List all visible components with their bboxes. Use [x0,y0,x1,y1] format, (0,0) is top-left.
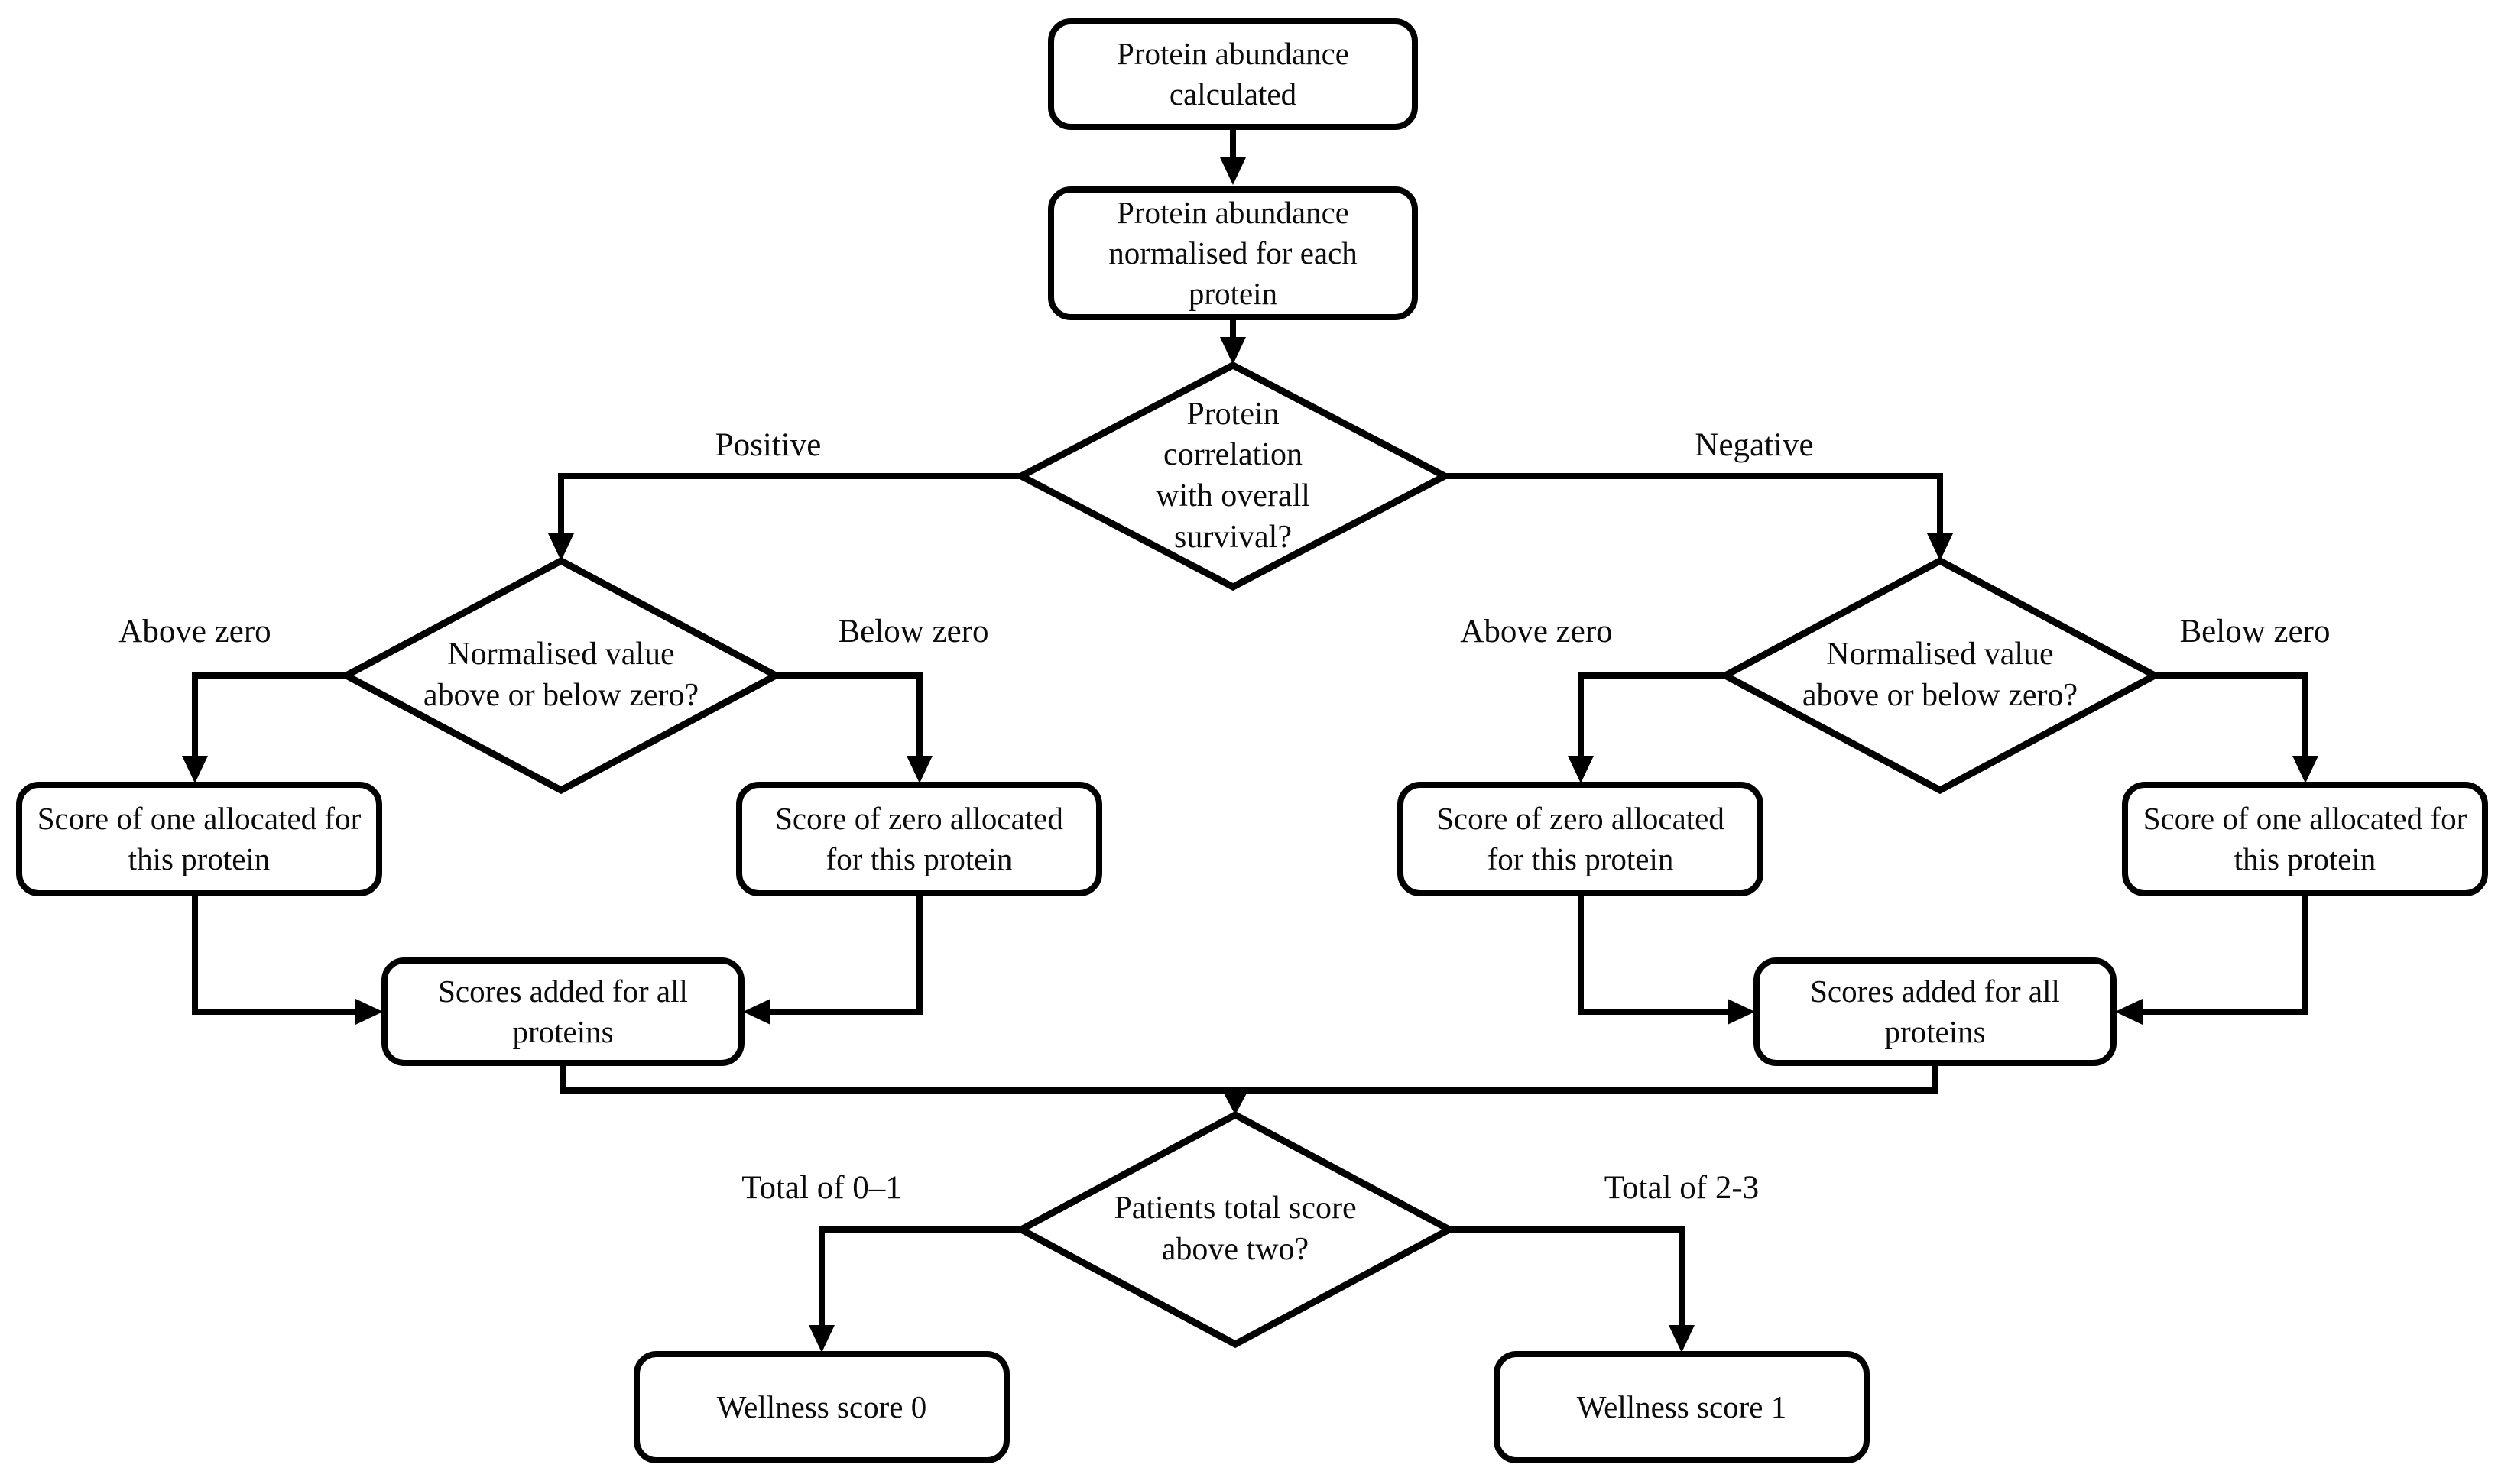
edge-right-above-zero [1578,672,1725,756]
arrowhead-right-below-zero [2292,756,2318,783]
arrowhead-normalise-to-correlation [1220,337,1246,365]
arrowhead-merge-to-total [1222,1090,1248,1115]
node-label: Protein abundance calculated [1117,35,1349,112]
node-score-one-right: Score of one allocated for this protein [2122,782,2488,896]
node-wellness-score-1: Wellness score 1 [1494,1351,1870,1463]
edge-score-one-left-to-added [192,896,355,1015]
node-label: Score of zero allocated for this protein [1436,800,1724,876]
branch-label-total-0-1: Total of 0–1 [741,1169,902,1206]
edge-total-low [819,1226,1021,1325]
node-score-one-left: Score of one allocated for this protein [16,782,382,896]
branch-label-below-zero-left: Below zero [838,613,989,650]
arrowhead-correlation-positive [548,533,574,561]
arrowhead-score-zero-right-to-added [1728,999,1755,1025]
edge-left-above-zero [192,672,346,756]
edge-total-high [1449,1226,1685,1325]
node-scores-added-right: Scores added for all proteins [1753,957,2117,1066]
node-label: Score of one allocated for this protein [37,800,362,876]
edge-added-right-to-total [1235,1066,1938,1094]
node-label: Wellness score 1 [1576,1388,1787,1424]
edge-score-zero-left-to-added [770,896,923,1015]
edge-score-zero-right-to-added [1578,896,1728,1015]
node-score-zero-left: Score of zero allocated for this protein [736,782,1102,896]
node-label: Score of one allocated for this protein [2143,800,2467,876]
decision-correlation-diamond [1014,361,1452,591]
edge-correlation-positive [558,473,1021,535]
arrowhead-left-above-zero [182,756,208,783]
decision-total-score-diamond [1014,1110,1457,1349]
node-scores-added-left: Scores added for all proteins [381,957,745,1066]
arrowhead-correlation-negative [1927,533,1953,561]
node-label: Scores added for all proteins [1810,973,2060,1049]
arrowhead-left-below-zero [907,756,933,783]
node-protein-abundance-normalised: Protein abundance normalised for each pr… [1048,186,1418,320]
branch-label-total-2-3: Total of 2-3 [1604,1169,1760,1206]
edge-added-left-to-total [560,1066,1235,1094]
decision-normalised-value-left-diamond [339,556,783,795]
node-wellness-score-0: Wellness score 0 [634,1351,1010,1463]
node-label: Protein abundance normalised for each pr… [1108,194,1358,312]
arrowhead-calc-to-normalise [1220,157,1246,185]
arrowhead-score-zero-left-to-added [743,999,770,1025]
node-score-zero-right: Score of zero allocated for this protein [1397,782,1763,896]
arrowhead-total-low [809,1325,835,1353]
edge-score-one-right-to-added [2143,896,2308,1015]
edge-correlation-negative [1445,473,1943,535]
branch-label-below-zero-right: Below zero [2179,613,2331,650]
node-label: Scores added for all proteins [438,973,688,1049]
arrowhead-score-one-left-to-added [355,999,383,1025]
branch-label-above-zero-right: Above zero [1460,613,1613,650]
arrowhead-right-above-zero [1568,756,1594,783]
edge-right-below-zero [2155,672,2308,756]
node-label: Wellness score 0 [716,1388,927,1424]
branch-label-negative: Negative [1695,426,1814,463]
branch-label-positive: Positive [715,426,822,463]
branch-label-above-zero-left: Above zero [118,613,271,650]
edge-left-below-zero [776,672,923,756]
node-label: Score of zero allocated for this protein [775,800,1063,876]
arrowhead-score-one-right-to-added [2115,999,2143,1025]
arrowhead-total-high [1669,1325,1695,1353]
node-protein-abundance-calculated: Protein abundance calculated [1048,18,1418,130]
decision-normalised-value-right-diamond [1718,556,2162,795]
